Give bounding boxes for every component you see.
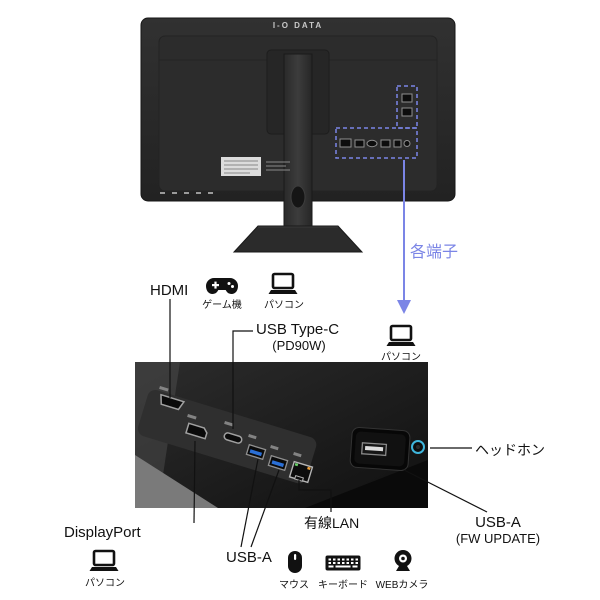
headphone-jack [411, 440, 425, 454]
rear-ports [339, 93, 413, 148]
monitor-back [140, 17, 456, 253]
annotation-lines [169, 299, 488, 548]
usba-line-2 [250, 469, 280, 548]
fw-usba-port [361, 442, 388, 457]
lan-line [298, 480, 332, 512]
usbc-pc-caption: パソコン [381, 352, 421, 363]
brand-logo: I-O DATA [272, 21, 324, 30]
keyboard-icon [325, 555, 361, 571]
displayport-port [185, 422, 208, 440]
usba-label: USB-A [226, 549, 272, 566]
terminals-label: 各端子 [410, 244, 459, 261]
monitor-stand-column [283, 53, 313, 229]
displayport-pc-caption: パソコン [85, 578, 125, 589]
usbc-line [232, 330, 253, 429]
port-print-labels [159, 386, 302, 458]
gamepad-icon [206, 278, 238, 294]
usbc-port [223, 432, 243, 444]
keyboard-caption: キーボード [318, 580, 368, 591]
webcam-icon [394, 550, 412, 571]
fw-usba-line [403, 469, 488, 513]
usbc-sub-label: (PD90W) [272, 338, 326, 353]
webcam-caption: WEBカメラ [375, 580, 429, 591]
control-buttons [160, 192, 213, 194]
regulatory-sticker [221, 157, 290, 176]
lan-label: 有線LAN [304, 515, 360, 531]
usba-line-1 [240, 458, 259, 548]
headphone-label: ヘッドホン [475, 442, 545, 458]
fw-usba-label: USB-A [475, 514, 521, 531]
usba-port-1 [245, 443, 267, 461]
mouse-icon [288, 551, 302, 573]
laptop-icon [268, 272, 298, 294]
displayport-line [193, 440, 196, 524]
laptop-icon [89, 549, 119, 571]
mouse-caption: マウス [279, 580, 309, 591]
ports-dashed-outline [335, 85, 418, 159]
hdmi-label: HDMI [150, 282, 189, 299]
hdmi-pc-caption: パソコン [264, 300, 304, 311]
hdmi-port [160, 393, 186, 411]
displayport-label: DisplayPort [64, 524, 141, 541]
ports-closeup-photo [135, 362, 428, 508]
laptop-icon [386, 324, 416, 346]
fw-usba-sub-label: (FW UPDATE) [455, 531, 541, 546]
terminals-arrow [397, 160, 411, 314]
fw-usba-recess [349, 426, 411, 472]
usbc-label: USB Type-C [256, 321, 340, 338]
monitor-stand-base [232, 225, 364, 253]
gamepad-caption: ゲーム機 [202, 300, 242, 311]
usba-port-2 [267, 454, 289, 472]
